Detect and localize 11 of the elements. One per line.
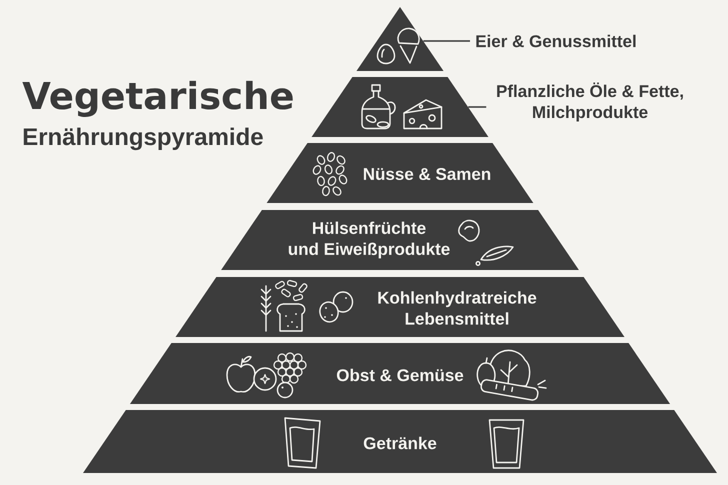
- subtitle: Ernährungspyramide: [24, 128, 263, 150]
- leader-line: [423, 40, 470, 42]
- leader-line: [468, 106, 486, 108]
- pyramid-layer: [356, 7, 444, 71]
- food-group-label: Pflanzliche Öle & Fette, Milchprodukte: [497, 82, 683, 122]
- pyramid-layer: Nüsse & Samen: [266, 143, 534, 203]
- pyramid-layer: [312, 77, 488, 137]
- pyramid-layer: Getränke: [83, 410, 717, 473]
- pyramid-layer: Hülsenfrüchte und Eiweißprodukte: [221, 210, 579, 270]
- title: Vegetarische: [22, 80, 293, 117]
- food-group-label: Eier & Genussmittel: [476, 34, 636, 48]
